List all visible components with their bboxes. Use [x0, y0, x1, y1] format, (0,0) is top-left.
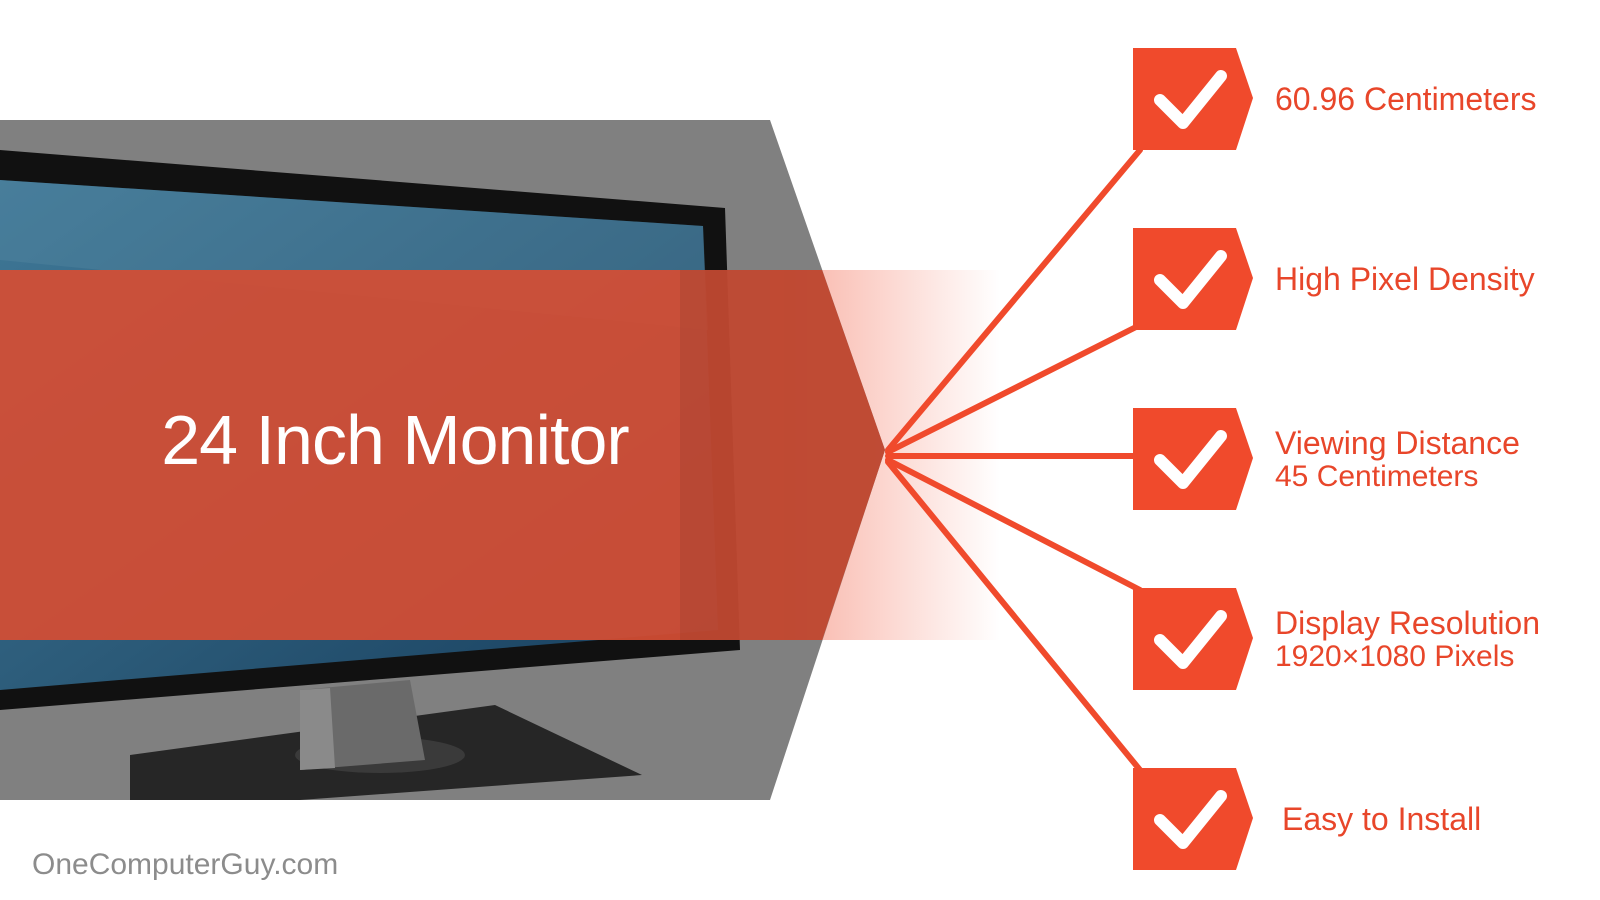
feature-3-label: Viewing Distance	[1275, 425, 1520, 461]
feature-4-label: Display Resolution	[1275, 605, 1541, 641]
connector-line-4	[885, 457, 1143, 593]
checkmark-icon	[1154, 610, 1227, 669]
feature-1: 60.96 Centimeters	[1275, 82, 1536, 116]
connector-line-5	[885, 459, 1143, 773]
feature-5-label: Easy to Install	[1282, 801, 1482, 837]
main-title: 24 Inch Monitor	[161, 401, 629, 479]
checkmark-icon	[1154, 790, 1227, 849]
feature-1-label: 60.96 Centimeters	[1275, 81, 1537, 117]
watermark: OneComputerGuy.com	[32, 848, 339, 881]
checkmark-icon	[1154, 70, 1227, 129]
feature-3-sublabel: 45 Centimeters	[1275, 460, 1479, 493]
check-badge-4	[1133, 588, 1253, 690]
feature-4-sublabel: 1920×1080 Pixels	[1275, 640, 1515, 673]
connector-lines	[885, 147, 1143, 773]
check-badge-5	[1133, 768, 1253, 870]
check-badge-3	[1133, 408, 1253, 510]
connector-line-2	[885, 322, 1143, 455]
checkmark-icon	[1154, 430, 1227, 489]
check-badge-1	[1133, 48, 1253, 150]
feature-2-label: High Pixel Density	[1275, 261, 1535, 297]
feature-5: Easy to Install	[1282, 802, 1481, 836]
feature-3: Viewing Distance 45 Centimeters	[1275, 426, 1520, 494]
connector-line-1	[885, 147, 1143, 453]
feature-4: Display Resolution 1920×1080 Pixels	[1275, 606, 1540, 674]
checkmark-icon	[1154, 250, 1227, 309]
check-badge-2	[1133, 228, 1253, 330]
feature-2: High Pixel Density	[1275, 262, 1535, 296]
title-banner	[0, 270, 885, 640]
